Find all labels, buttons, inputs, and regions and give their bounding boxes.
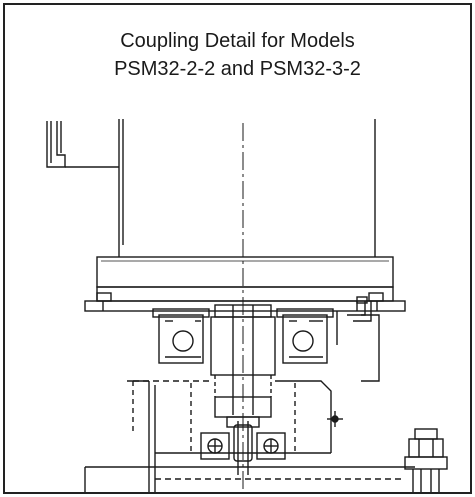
bearing-right bbox=[276, 308, 334, 364]
lower-bolts bbox=[200, 432, 286, 460]
hex-nut bbox=[404, 428, 448, 492]
title-line-2: PSM32-2-2 and PSM32-3-2 bbox=[114, 58, 361, 80]
flange-plates bbox=[84, 256, 406, 312]
diagram-title: Coupling Detail for Models PSM32-2-2 and… bbox=[5, 27, 470, 83]
coupling-technical-drawing bbox=[46, 119, 448, 492]
shaft-coupling bbox=[210, 304, 276, 475]
title-line-1: Coupling Detail for Models bbox=[120, 30, 355, 52]
side-fitting bbox=[336, 296, 380, 382]
lower-housing bbox=[84, 380, 415, 492]
bearing-left bbox=[152, 308, 210, 364]
diagram-frame: Coupling Detail for Models PSM32-2-2 and… bbox=[3, 3, 472, 494]
center-mark bbox=[327, 411, 343, 427]
motor-housing bbox=[46, 119, 376, 257]
